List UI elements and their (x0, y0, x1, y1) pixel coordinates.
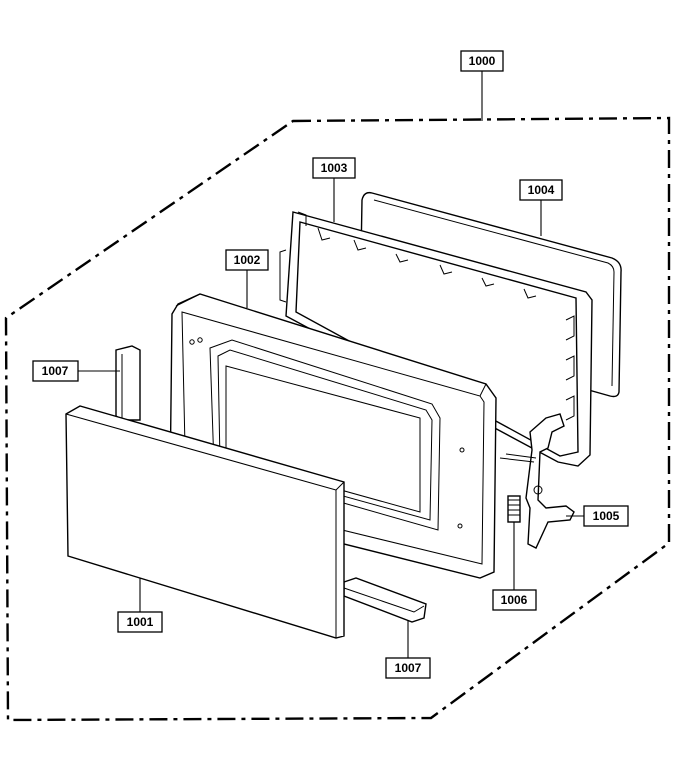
label-1002: 1002 (225, 249, 269, 271)
label-1006: 1006 (492, 589, 537, 611)
label-1005: 1005 (583, 505, 629, 527)
part-1007-bottom-spacer (343, 577, 427, 623)
part-1007-left-spacer (115, 345, 141, 421)
svg-text:1007: 1007 (42, 364, 69, 378)
label-1000: 1000 (460, 50, 504, 72)
assembly-boundary (4, 116, 671, 722)
svg-text:1003: 1003 (321, 161, 348, 175)
svg-text:1001: 1001 (127, 615, 154, 629)
label-1001: 1001 (117, 611, 163, 633)
label-1007-bottom: 1007 (385, 657, 431, 679)
part-1005-latch-hook (499, 413, 575, 549)
label-1003: 1003 (312, 157, 356, 179)
part-1001-door-panel (65, 405, 345, 639)
part-1003-choke-frame (279, 211, 593, 467)
svg-text:1004: 1004 (528, 183, 555, 197)
svg-text:1002: 1002 (234, 253, 261, 267)
part-1006-spring (507, 495, 521, 523)
svg-text:1000: 1000 (469, 54, 496, 68)
label-1007-left: 1007 (32, 360, 79, 382)
svg-text:1007: 1007 (395, 661, 422, 675)
label-1004: 1004 (519, 179, 563, 201)
svg-text:1006: 1006 (501, 593, 528, 607)
svg-text:1005: 1005 (593, 509, 620, 523)
